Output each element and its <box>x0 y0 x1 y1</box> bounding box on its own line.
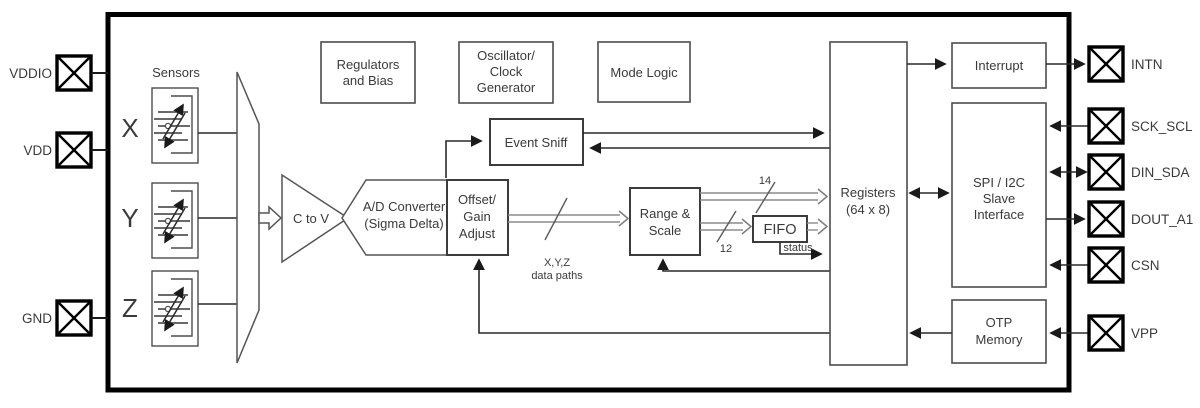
otp-memory-block: OTP Memory <box>951 299 1047 364</box>
oscillator-line1: Oscillator/ <box>477 48 535 63</box>
regulators-block: Regulators and Bias <box>320 41 416 104</box>
pin-csn-label: CSN <box>1131 258 1160 273</box>
pin-sck-scl: SCK_SCL <box>1049 107 1193 145</box>
fifo-status-wire: status <box>779 242 823 260</box>
registers-line2: (64 x 8) <box>846 202 890 217</box>
bus-slash <box>755 181 776 214</box>
bus-slash <box>544 197 568 241</box>
bus-width-14-label: 14 <box>759 175 771 187</box>
oscillator-line2: Clock <box>490 64 523 79</box>
event-sniff-label: Event Sniff <box>505 135 568 150</box>
bus-fifo-to-registers <box>807 218 829 235</box>
offset-gain-line3: Adjust <box>459 226 496 241</box>
pin-icon <box>55 54 93 92</box>
pin-icon <box>1087 107 1125 145</box>
amplifier-shape <box>281 173 350 264</box>
spi-i2c-line1: SPI / I2C <box>973 175 1025 190</box>
range-scale-line1: Range & <box>640 206 691 221</box>
sensor-z-icon <box>152 271 198 346</box>
bus-range-to-fifo: 12 <box>700 210 753 255</box>
pin-vdd: VDD <box>23 131 108 169</box>
otp-line2: Memory <box>976 332 1023 347</box>
pin-icon <box>55 299 93 337</box>
pin-sck-scl-label: SCK_SCL <box>1131 119 1193 134</box>
axis-z-label: Z <box>122 293 138 323</box>
sensor-x-icon <box>152 88 198 163</box>
sensor-section: Sensors X Y Z <box>121 65 283 364</box>
interrupt-block: Interrupt <box>951 42 1047 89</box>
adc-line2: (Sigma Delta) <box>364 216 443 231</box>
mode-logic-label: Mode Logic <box>610 65 678 80</box>
bus-range-to-registers: 14 <box>700 175 829 214</box>
pin-intn: INTN <box>1046 45 1163 83</box>
fifo-block: FIFO <box>752 215 808 243</box>
offset-gain-line1: Offset/ <box>458 192 496 207</box>
chip-boundary <box>105 12 1072 393</box>
pin-vddio-label: VDDIO <box>9 66 52 81</box>
otp-line1: OTP <box>986 315 1013 330</box>
pin-vpp: VPP <box>1049 314 1158 352</box>
bus-slash <box>716 210 737 243</box>
pin-icon <box>1087 153 1125 191</box>
fifo-label: FIFO <box>763 222 796 238</box>
pin-icon <box>1087 314 1125 352</box>
bus-arrowhead <box>817 218 829 235</box>
wire-adc-to-event-sniff <box>445 135 483 178</box>
mux-output-block-arrow <box>258 205 283 231</box>
mode-logic-block: Mode Logic <box>597 41 691 103</box>
axis-x-label: X <box>121 113 138 143</box>
oscillator-line3: Generator <box>477 80 536 95</box>
spi-i2c-block: SPI / I2C Slave Interface <box>951 102 1047 288</box>
wire-registers-to-range-scale <box>657 258 830 272</box>
wire-registers-to-offset-gain <box>473 258 830 334</box>
sensors-title: Sensors <box>152 65 200 80</box>
interrupt-label: Interrupt <box>975 58 1024 73</box>
pin-vddio: VDDIO <box>9 54 108 92</box>
pin-icon <box>55 131 93 169</box>
registers-line1: Registers <box>841 185 896 200</box>
spi-i2c-line3: Interface <box>974 207 1025 222</box>
data-paths-label: data paths <box>531 270 583 282</box>
bus-offset-to-range: X,Y,Z data paths <box>508 197 630 282</box>
offset-gain-block: Offset/ Gain Adjust <box>446 179 509 256</box>
pin-icon <box>1087 200 1125 238</box>
adc-block: A/D Converter (Sigma Delta) <box>341 179 448 256</box>
pin-csn: CSN <box>1049 246 1160 284</box>
pin-vdd-label: VDD <box>23 143 52 158</box>
pin-din-sda-label: DIN_SDA <box>1131 165 1190 180</box>
pin-icon <box>1087 45 1125 83</box>
adc-line1: A/D Converter <box>363 199 446 214</box>
bus-arrowhead <box>618 210 630 227</box>
bus-arrowhead <box>741 218 753 235</box>
c-to-v-label: C to V <box>293 211 329 226</box>
pin-gnd: GND <box>22 299 108 337</box>
event-sniff-block: Event Sniff <box>489 118 584 166</box>
bus-width-12-label: 12 <box>720 243 732 255</box>
mux-shape <box>236 71 260 364</box>
range-scale-block: Range & Scale <box>629 187 701 256</box>
pin-gnd-label: GND <box>22 311 52 326</box>
registers-block: Registers (64 x 8) <box>829 41 908 366</box>
pin-dout-a1-label: DOUT_A1 <box>1131 212 1193 227</box>
pin-intn-label: INTN <box>1131 57 1163 72</box>
pin-vpp-label: VPP <box>1131 326 1158 341</box>
pin-dout-a1: DOUT_A1 <box>1046 200 1193 238</box>
bus-arrowhead <box>817 188 829 205</box>
status-label: status <box>783 242 813 254</box>
spi-i2c-line2: Slave <box>983 191 1016 206</box>
pin-din-sda: DIN_SDA <box>1049 153 1190 191</box>
c-to-v-amplifier: C to V <box>281 173 350 264</box>
axis-y-label: Y <box>121 203 138 233</box>
oscillator-block: Oscillator/ Clock Generator <box>458 41 554 104</box>
sensor-y-icon <box>152 183 198 258</box>
regulators-line1: Regulators <box>337 57 400 72</box>
range-scale-line2: Scale <box>649 223 682 238</box>
xyz-label: X,Y,Z <box>544 257 570 269</box>
pin-icon <box>1087 246 1125 284</box>
offset-gain-line2: Gain <box>463 209 490 224</box>
regulators-line2: and Bias <box>343 73 394 88</box>
